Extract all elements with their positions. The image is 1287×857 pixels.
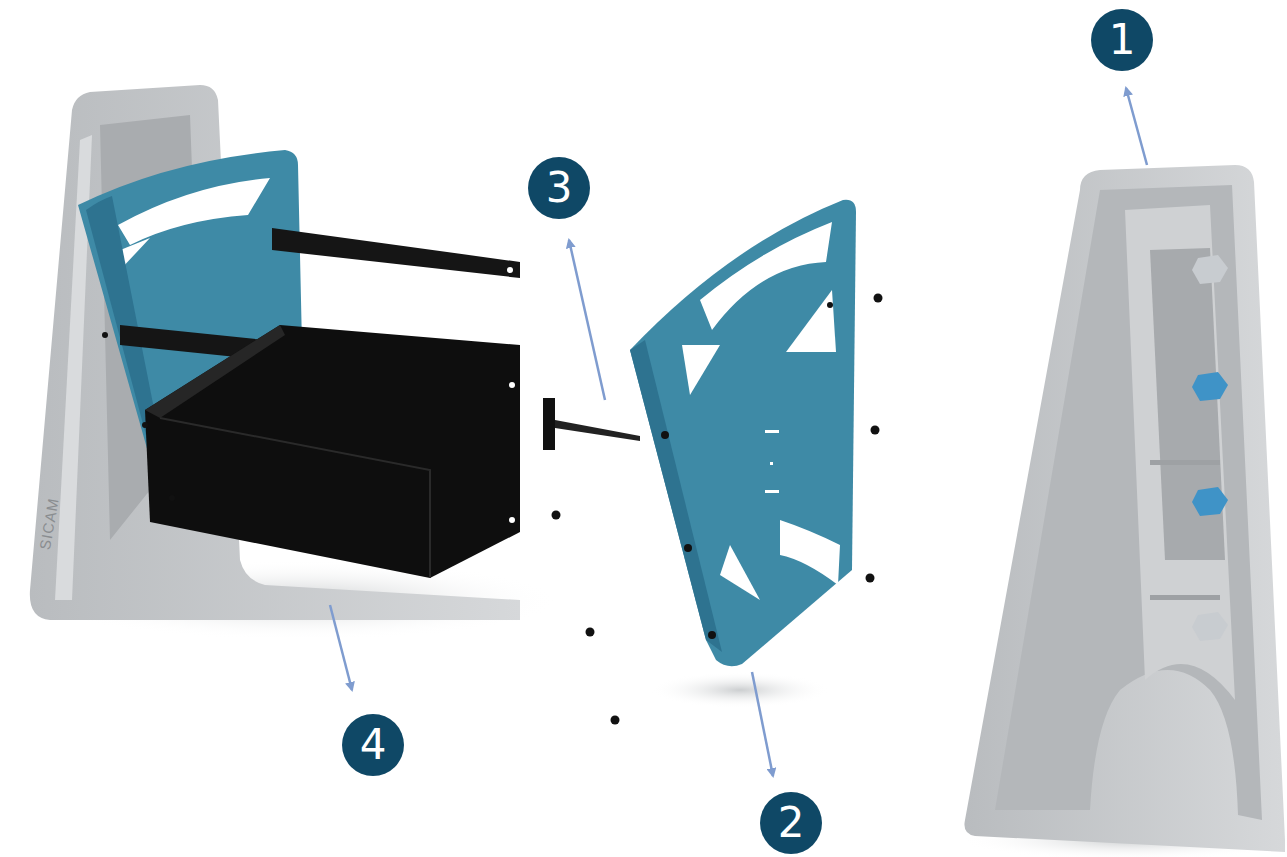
callout-number: 1 [1091,9,1153,71]
bolt [543,398,640,450]
callout-number-text: 3 [546,167,573,209]
callout-number: 3 [528,157,590,219]
callout-number-text: 1 [1109,19,1136,61]
nuts [552,294,883,725]
callout-number-text: 2 [778,802,805,844]
left-stand [30,85,520,620]
callout-number-text: 4 [360,724,387,766]
leader-arrows [330,88,1147,776]
storage-box [102,228,520,578]
callout-number: 4 [342,714,404,776]
callout-number: 2 [760,792,822,854]
right-stand [964,165,1285,852]
front-side-panel [630,200,856,667]
